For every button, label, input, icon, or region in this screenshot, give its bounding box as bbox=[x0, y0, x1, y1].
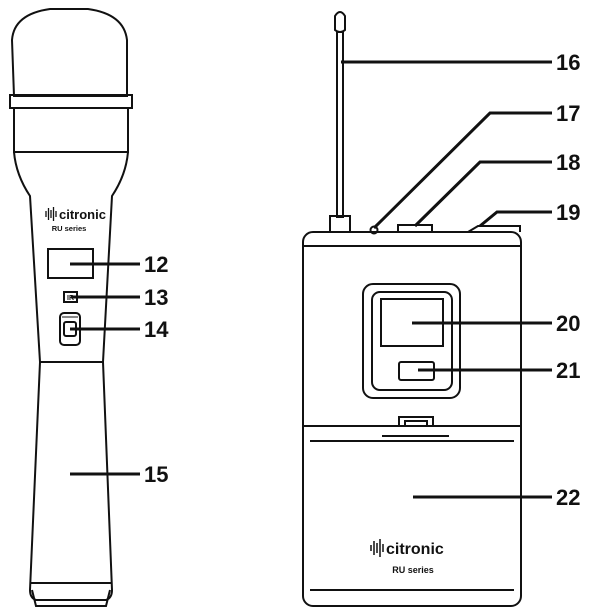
antenna-tip bbox=[334, 11, 346, 33]
handheld-microphone: citronic RU series IR 12 13 14 15 bbox=[9, 8, 169, 607]
callout-19: 19 bbox=[556, 200, 580, 225]
leader-line-17 bbox=[372, 111, 552, 230]
callout-22: 22 bbox=[556, 485, 580, 510]
handheld-logo: citronic RU series bbox=[45, 207, 106, 233]
beltpack-logo: citronic RU series bbox=[370, 539, 444, 575]
antenna-rod bbox=[336, 31, 344, 218]
mic-neck bbox=[13, 108, 129, 153]
beltpack-body bbox=[302, 231, 522, 607]
handheld-ir-label: IR bbox=[67, 295, 74, 302]
antenna-base bbox=[329, 215, 351, 233]
beltpack-series-label: RU series bbox=[392, 565, 434, 575]
top-edge-ledge bbox=[467, 225, 521, 233]
callout-21: 21 bbox=[556, 358, 580, 383]
leader-line-18 bbox=[413, 160, 552, 228]
mic-handle bbox=[28, 361, 114, 601]
display-bezel bbox=[362, 283, 461, 399]
soundwave-icon bbox=[370, 539, 384, 557]
display-bezel-inner bbox=[371, 291, 453, 391]
callout-12: 12 bbox=[144, 252, 168, 277]
handheld-series-label: RU series bbox=[52, 224, 87, 233]
mute-button bbox=[397, 224, 433, 233]
beltpack-transmitter: citronic RU series 16 17 18 19 20 21 22 bbox=[302, 11, 580, 607]
beltpack-brand-name: citronic bbox=[386, 541, 444, 558]
callout-20: 20 bbox=[556, 311, 580, 336]
callout-16: 16 bbox=[556, 50, 580, 75]
leader-line-19 bbox=[479, 210, 552, 228]
battery-latch bbox=[398, 416, 434, 426]
mic-grille bbox=[10, 8, 128, 97]
callout-17: 17 bbox=[556, 101, 580, 126]
callout-15: 15 bbox=[144, 462, 168, 487]
mic-end-cap bbox=[31, 589, 111, 607]
callout-18: 18 bbox=[556, 150, 580, 175]
mic-grille-ring bbox=[9, 94, 133, 109]
callout-13: 13 bbox=[144, 285, 168, 310]
callout-14: 14 bbox=[144, 317, 169, 342]
soundwave-icon bbox=[45, 207, 57, 221]
handheld-brand-name: citronic bbox=[59, 207, 106, 222]
mic-body bbox=[13, 151, 129, 363]
